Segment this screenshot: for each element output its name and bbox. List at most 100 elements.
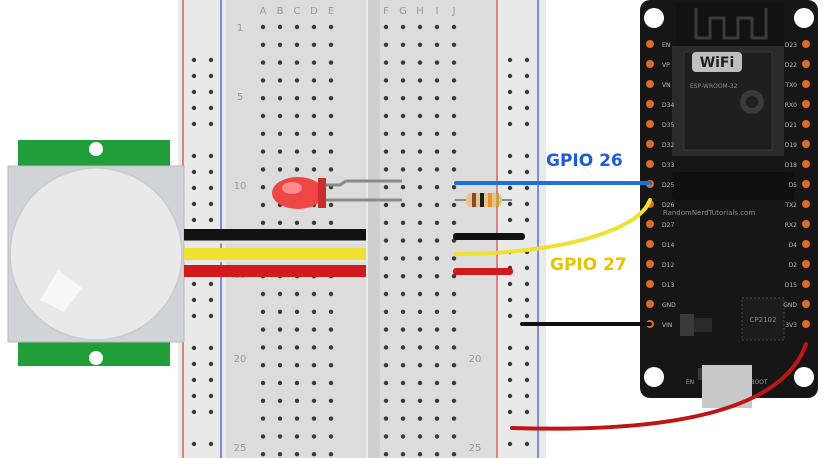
breadboard-hole [328,131,334,136]
esp32-right-pin [802,320,810,328]
gpio26-label: GPIO 26 [546,151,623,171]
rail-hole [208,377,214,383]
breadboard-hole [328,149,334,154]
breadboard-hole [294,416,300,421]
breadboard-hole [294,363,300,368]
esp32-left-pin [646,120,654,128]
breadboard-hole [311,434,317,439]
breadboard-hole [383,256,389,261]
breadboard-hole [417,380,423,386]
esp32-left-pin [646,260,654,268]
breadboard-hole [328,309,334,314]
breadboard-hole [260,363,266,368]
esp32-right-pin [802,60,810,68]
breadboard-hole [451,416,457,421]
breadboard-hole [383,60,389,65]
breadboard-hole [383,24,389,30]
breadboard-hole [328,398,334,403]
breadboard-hole [383,291,389,297]
esp32-left-pin [646,140,654,148]
breadboard-hole [451,363,457,368]
breadboard-hole [328,291,334,297]
breadboard-hole [383,363,389,368]
rail-hole [208,169,214,175]
breadboard-hole [277,220,283,225]
rail-hole [507,313,513,319]
rail-hole [507,89,513,95]
rail-hole [507,393,513,399]
esp32-left-pin-label: D12 [662,262,674,269]
esp32-left-pin-label: VN [662,82,671,89]
row-number-1: 1 [237,23,243,34]
rail-hole [208,281,214,287]
breadboard-hole [260,345,266,350]
rail-hole [191,297,197,303]
rail-hole [208,297,214,303]
esp32-left-pin-label: EN [662,42,670,49]
breadboard-hole [260,380,266,386]
breadboard-hole [400,452,406,457]
breadboard-hole [328,363,334,368]
breadboard-hole [294,452,300,457]
esp32-right-pin-label: D21 [785,122,797,129]
column-letter-j: J [452,6,456,17]
breadboard-hole [451,220,457,225]
esp32-right-pin-label: D23 [785,42,797,49]
breadboard-hole [328,96,334,101]
breadboard-hole [400,327,406,332]
esp32-right-pin-label: D5 [789,182,798,189]
esp32-right-pin-label: D2 [789,262,798,269]
rail-hole [507,409,513,415]
gpio27-label: GPIO 27 [550,255,627,275]
breadboard-hole [328,452,334,457]
boot-button-label: BOOT [750,379,767,386]
breadboard-hole [417,345,423,350]
breadboard-hole [451,96,457,101]
rail-hole [524,73,530,79]
breadboard-hole [434,113,440,119]
black-jumper-wire [453,233,525,240]
breadboard-hole [400,113,406,119]
breadboard-hole [311,309,317,314]
esp32-left-pin-label: D27 [662,222,674,229]
breadboard-hole [451,167,457,172]
rail-hole [524,281,530,287]
breadboard-hole [434,96,440,101]
chip-label: CP2102 [750,316,777,324]
row-number-25-right: 25 [469,443,482,454]
breadboard-hole [328,60,334,65]
rail-hole [524,345,530,351]
breadboard-hole [311,345,317,350]
breadboard-hole [294,42,300,47]
breadboard-hole [451,78,457,83]
rail-hole [524,361,530,367]
breadboard-hole [277,345,283,350]
row-number-20-right: 20 [469,354,482,365]
breadboard-hole [260,96,266,101]
breadboard-hole [294,398,300,403]
breadboard-hole [311,327,317,332]
breadboard-hole [434,380,440,386]
breadboard-hole [383,42,389,47]
breadboard-hole [260,398,266,403]
breadboard-hole [400,42,406,47]
rail-hole [208,393,214,399]
breadboard-hole [417,24,423,30]
esp32-right-pin [802,260,810,268]
esp32-left-pin [646,160,654,168]
breadboard-hole [417,167,423,172]
breadboard-hole [311,78,317,83]
breadboard-hole [417,42,423,47]
breadboard-hole [260,78,266,83]
breadboard-hole [383,274,389,279]
breadboard-hole [260,113,266,119]
breadboard-hole [383,452,389,457]
esp32-right-pin [802,300,810,308]
breadboard-hole [260,452,266,457]
breadboard-hole [311,220,317,225]
breadboard-hole [451,256,457,261]
esp32-left-pin-label: D33 [662,162,674,169]
breadboard-hole [294,131,300,136]
breadboard-hole [400,291,406,297]
breadboard-hole [311,452,317,457]
